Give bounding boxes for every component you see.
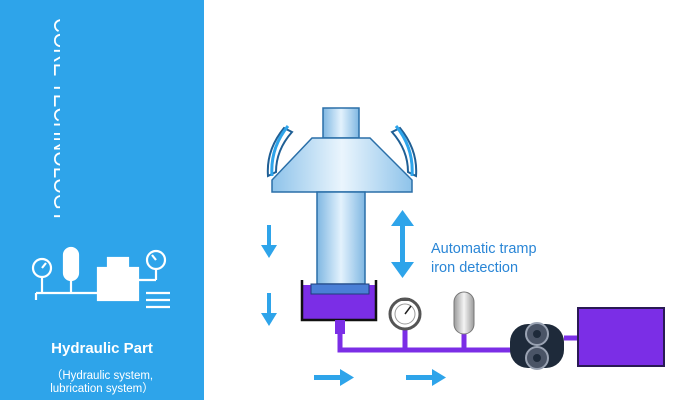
- flow-arrow-down-1: [261, 225, 277, 258]
- vertical-title-text: CORE TECHNOLOGY: [49, 18, 60, 223]
- accumulator-icon: [453, 291, 475, 335]
- section-subtitle-line1: （Hydraulic system,: [50, 370, 154, 382]
- pressure-gauge-icon: [388, 297, 422, 331]
- tramp-iron-caption: Automatic tramp iron detection: [431, 240, 537, 278]
- flow-arrow-down-2: [261, 293, 277, 326]
- sidebar: CORE TECHNOLOGY Hy: [0, 0, 204, 400]
- flow-arrow-right-1: [314, 369, 354, 386]
- double-arrow-icon: [391, 210, 414, 278]
- vertical-title: CORE TECHNOLOGY: [20, 10, 60, 225]
- caption-line2: iron detection: [431, 260, 519, 276]
- gear-pump-icon: [510, 322, 564, 370]
- hydraulic-diagram: [261, 107, 665, 386]
- motor-box-icon: [577, 307, 665, 367]
- hydraulic-cylinder: [300, 280, 378, 334]
- caption-line1: Automatic tramp: [431, 241, 537, 257]
- section-subtitle-line2: lubrication system）: [50, 383, 154, 395]
- section-title: Hydraulic Part: [51, 340, 153, 357]
- hydraulic-system-icon: [28, 238, 178, 318]
- flow-arrow-right-2: [406, 369, 446, 386]
- section-subtitle: （Hydraulic system, lubrication system）: [0, 370, 204, 396]
- crusher-cone-icon: [266, 107, 418, 285]
